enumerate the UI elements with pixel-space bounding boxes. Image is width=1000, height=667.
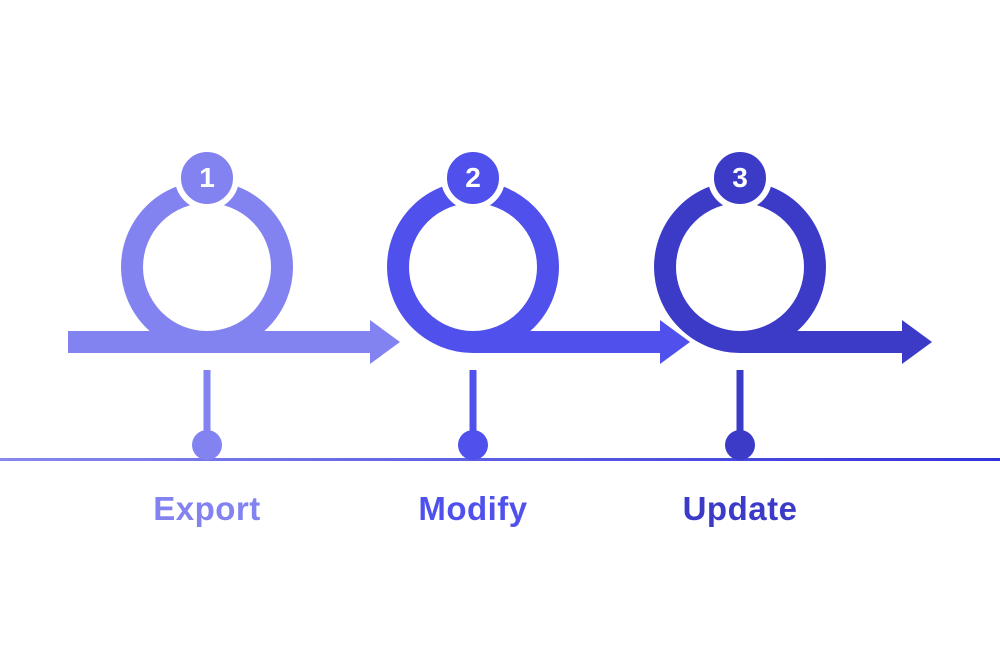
connector-line-1 bbox=[203, 370, 211, 442]
connector-line-2 bbox=[469, 370, 477, 442]
flow-arrow-3 bbox=[740, 320, 932, 364]
step-2-number: 2 bbox=[465, 162, 481, 193]
step-1-badge: 1 bbox=[175, 146, 239, 210]
timeline-dot-3 bbox=[725, 430, 755, 460]
loop-ring-1 bbox=[121, 181, 293, 353]
step-1-number: 1 bbox=[199, 162, 215, 193]
timeline-axis bbox=[0, 458, 1000, 461]
step-3-label: Update bbox=[682, 490, 798, 527]
step-1-label: Export bbox=[153, 490, 261, 527]
flow-arrow-1 bbox=[68, 320, 400, 364]
step-2-label: Modify bbox=[418, 490, 528, 527]
timeline-dot-2 bbox=[458, 430, 488, 460]
loop-ring-2 bbox=[387, 181, 559, 353]
connector-line-3 bbox=[736, 370, 744, 442]
step-3-badge: 3 bbox=[708, 146, 772, 210]
step-3-number: 3 bbox=[732, 162, 748, 193]
timeline-dot-1 bbox=[192, 430, 222, 460]
step-2-badge: 2 bbox=[441, 146, 505, 210]
flow-arrow-2 bbox=[473, 320, 690, 364]
loop-ring-3 bbox=[654, 181, 826, 353]
